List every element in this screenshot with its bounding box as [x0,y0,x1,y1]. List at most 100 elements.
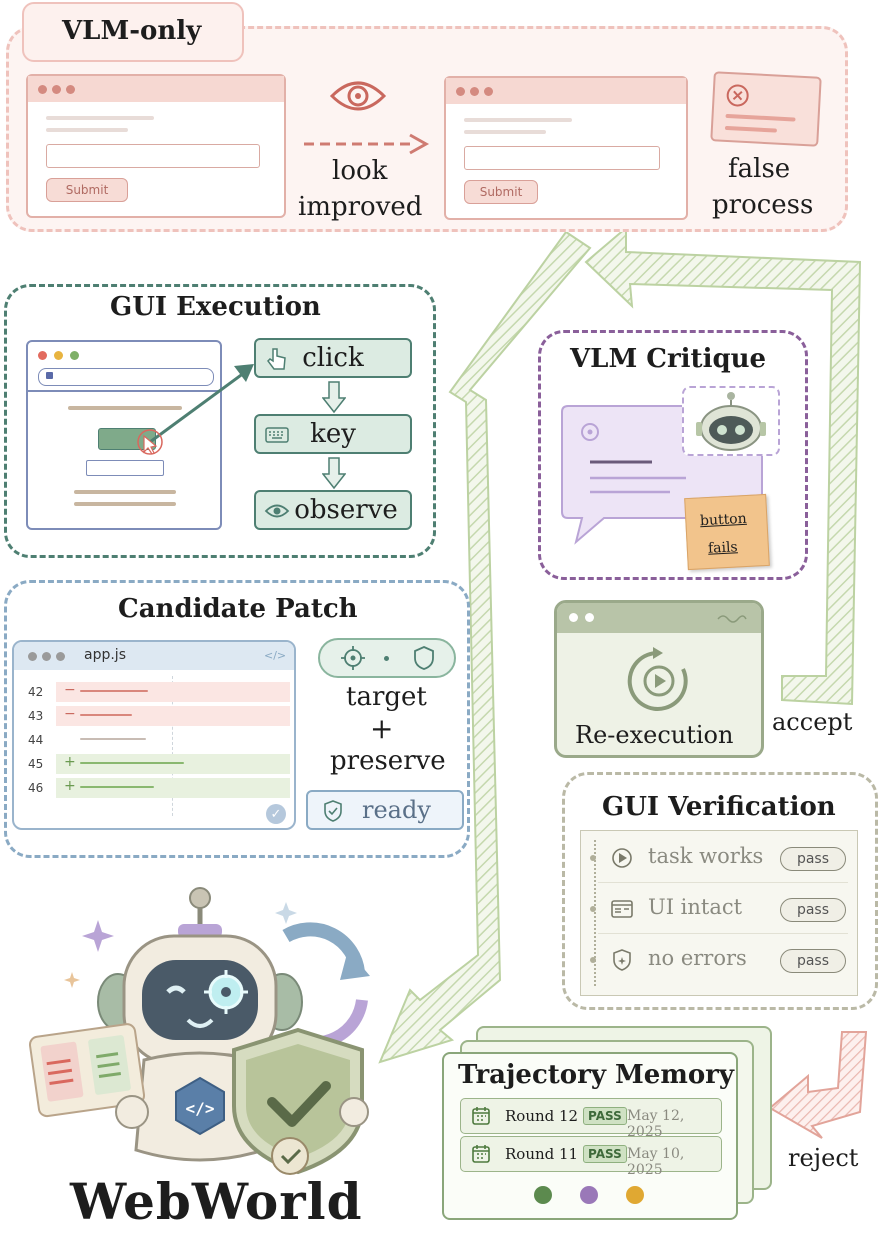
line-number: 45 [28,757,44,771]
shield-sparkle-icon [613,949,631,971]
code-brackets-icon: </> [264,649,287,662]
gui-execution-title: GUI Execution [110,292,321,322]
gui-verification-title: GUI Verification [602,792,836,822]
verification-label: no errors [648,946,747,970]
shield-check-icon [324,800,342,822]
code-stroke [80,714,132,716]
vlm-before-submit-button[interactable]: Submit [46,178,128,202]
target-label: target [346,682,427,712]
play-icon [612,848,632,868]
step-observe-label: observe [294,495,398,525]
shield-icon [414,646,434,670]
verification-row: task works pass [590,838,848,883]
target-preserve-pill [318,638,456,678]
re-execution-window: Re-execution [554,600,764,758]
lock-icon [46,372,53,379]
vlm-after-submit-button[interactable]: Submit [464,180,538,204]
status-dot [534,1186,552,1204]
ready-label: ready [362,796,431,824]
re-execution-label: Re-execution [575,721,734,749]
diff-marker: + [64,778,76,794]
code-stroke [80,690,148,692]
verification-label: UI intact [648,895,743,919]
round-label: Round 12 [505,1107,579,1125]
robot-mascot-icon: </> [28,887,370,1175]
calendar-icon [472,1145,490,1163]
robot-head-icon [696,392,766,451]
sticky-note [684,493,770,571]
line-number: 44 [28,733,44,747]
return-flow-arrow [584,225,862,706]
diff-marker: + [64,754,76,770]
code-line [56,706,290,726]
check-icon: ✓ [266,804,286,824]
pass-badge: pass [780,847,846,871]
vlm-only-title: VLM-only [62,16,202,46]
look-label: look [332,156,388,186]
window-icon [611,900,633,918]
vlm-critique-title: VLM Critique [570,344,767,374]
calendar-icon [472,1107,490,1125]
code-editor-window: app.js </> [12,640,296,830]
error-card [710,71,822,147]
candidate-patch-title: Candidate Patch [118,594,358,624]
line-number: 46 [28,781,44,795]
false-label: false [728,154,791,184]
code-stroke [80,762,184,764]
hand-pointer-icon [267,348,286,370]
trajectory-memory-title: Trajectory Memory [458,1060,734,1090]
round-label: Round 11 [505,1145,579,1163]
code-line [56,730,290,750]
pass-badge: pass [780,898,846,922]
accept-label: accept [772,708,853,736]
cursor-arrow-icon [137,364,254,455]
wave-icon [717,615,747,623]
crosshair-icon [341,646,365,670]
step-key: key [254,414,412,454]
status-dot [626,1186,644,1204]
file-tab[interactable]: app.js [84,647,126,663]
code-stroke [80,786,154,788]
verification-label: task works [648,844,764,868]
address-bar[interactable] [38,368,214,386]
vlm-only-title-tab [22,2,244,62]
replay-icon [627,647,688,711]
improved-label: improved [298,192,423,222]
main-flow-arrow [378,230,592,1064]
status-dot [580,1186,598,1204]
pass-badge: pass [780,949,846,973]
reject-label: reject [788,1144,859,1172]
code-stroke [80,738,146,740]
pass-badge: PASS [583,1145,627,1163]
dashed-arrow-icon [304,133,430,155]
step-key-label: key [310,419,356,449]
note-line-2: fails [707,539,739,557]
svg-text:</>: </> [186,1099,215,1118]
vlm-after-window: Submit [444,76,688,220]
step-observe: observe [254,490,412,530]
text-input[interactable] [86,460,164,476]
preserve-label: preserve [330,746,446,776]
plus-label: + [370,712,394,745]
keyboard-icon [265,427,289,443]
line-number: 42 [28,685,44,699]
step-click: click [254,338,412,378]
error-x-icon [726,84,749,107]
brand-name: WebWorld [70,1172,363,1231]
line-number: 43 [28,709,44,723]
process-label: process [712,190,814,220]
reject-arrow [768,1031,868,1139]
down-arrow-icon [322,381,346,414]
verification-row: UI intact pass [590,889,848,934]
diff-marker: − [64,682,76,698]
code-line [56,778,290,798]
eye-icon [329,81,387,111]
code-line [56,682,290,702]
note-line-1: button [699,510,748,530]
down-arrow-icon [322,457,346,490]
ready-pill: ready [306,790,464,830]
memory-date: May 10, 2025 [627,1146,685,1178]
